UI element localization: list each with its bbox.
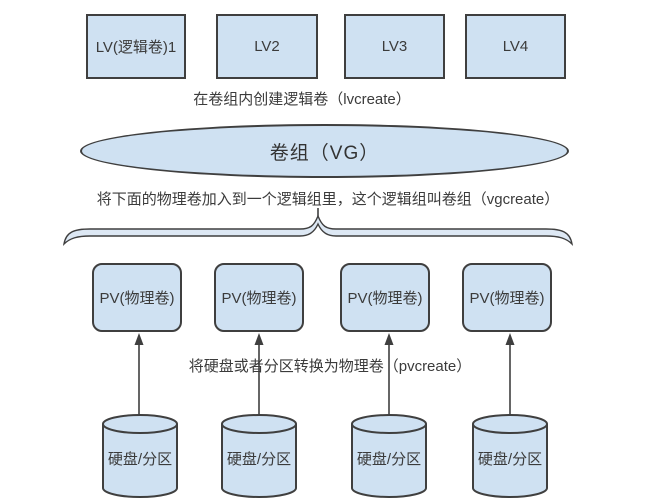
lv-box-4: LV4 — [465, 14, 566, 79]
caption-vgcreate: 将下面的物理卷加入到一个逻辑组里，这个逻辑组叫卷组（vgcreate） — [96, 191, 560, 208]
vg-ellipse: 卷组（VG） — [80, 124, 569, 178]
disk-cylinder — [472, 414, 548, 498]
disk-cylinder — [221, 414, 297, 498]
disk-label-2: 硬盘/分区 — [226, 451, 292, 468]
disk-cylinder — [102, 414, 178, 498]
pv-box-3: PV(物理卷) — [340, 263, 430, 332]
lv-box-3: LV3 — [344, 14, 445, 79]
pv-box-2: PV(物理卷) — [214, 263, 304, 332]
disk-label-3: 硬盘/分区 — [356, 451, 422, 468]
disk-label-1: 硬盘/分区 — [107, 451, 173, 468]
up-arrow-icon — [384, 333, 394, 415]
lv-box-1: LV(逻辑卷)1 — [86, 14, 186, 79]
pv-box-1: PV(物理卷) — [92, 263, 182, 332]
disk-label-4: 硬盘/分区 — [477, 451, 543, 468]
caption-lvcreate: 在卷组内创建逻辑卷（lvcreate） — [193, 91, 411, 108]
caption-pvcreate: 将硬盘或者分区转换为物理卷（pvcreate） — [188, 358, 472, 375]
up-arrow-icon — [134, 333, 144, 415]
brace-shape — [62, 208, 574, 247]
pv-box-4: PV(物理卷) — [462, 263, 552, 332]
disk-cylinder — [351, 414, 427, 498]
up-arrow-icon — [254, 333, 264, 415]
up-arrow-icon — [505, 333, 515, 415]
lv-box-2: LV2 — [216, 14, 318, 79]
